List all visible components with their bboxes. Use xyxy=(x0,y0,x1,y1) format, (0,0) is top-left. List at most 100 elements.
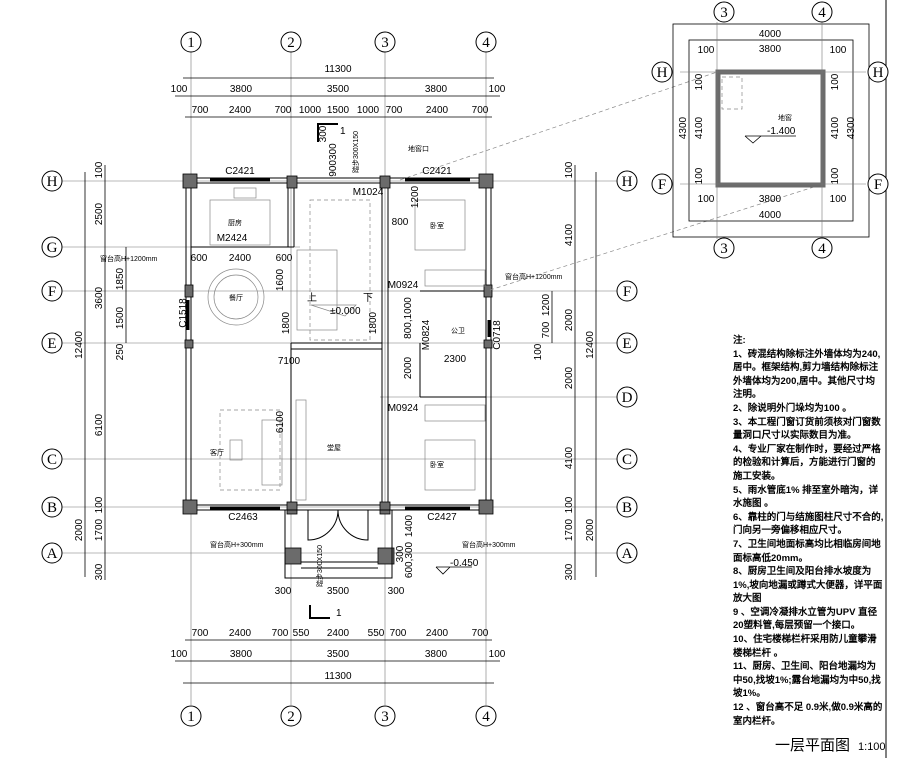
dimension-label: 300 xyxy=(564,563,575,580)
room-kitchen: 厨房 xyxy=(228,218,242,227)
dimension-label: 12400 xyxy=(585,331,596,359)
dimension-label: 3800 xyxy=(230,649,253,660)
axis-bubble-2: 2 xyxy=(280,31,302,53)
axis-bubble-3-bottom: 3 xyxy=(374,705,396,727)
dimension-label: 700 xyxy=(192,628,209,639)
dimension-label: 3 xyxy=(720,241,728,257)
tag-sill-bottom-right: 窗台高H+300mm xyxy=(462,540,516,549)
room-hall: 堂屋 xyxy=(327,443,341,452)
tag-c2421-left: C2421 xyxy=(225,166,255,177)
dimension-label: 3 xyxy=(381,35,389,51)
dimension-label: 1 xyxy=(187,35,195,51)
dimension-label: 2400 xyxy=(426,105,449,116)
note-item: 5、雨水管底1% 排至室外暗沟，详水施图 。 xyxy=(733,484,879,510)
dimension-label: 100 xyxy=(94,496,105,513)
dimension-label: 1850 xyxy=(115,267,126,290)
dimension-label: 100 xyxy=(698,45,715,56)
dimension-label: 3500 xyxy=(327,586,350,597)
dimension-label: 700 xyxy=(472,105,489,116)
level-outdoor: -0.450 xyxy=(450,558,479,569)
tag-step-bottom: 踏步300X150 xyxy=(315,545,324,587)
dimension-label: 2000 xyxy=(564,366,575,389)
dimension-label: E xyxy=(622,336,631,352)
tag-m0924-a: M0924 xyxy=(388,280,419,291)
dimension-label: 100 xyxy=(564,161,575,178)
dimension-label: 6100 xyxy=(275,410,286,433)
level-floor: ±0.000 xyxy=(330,306,361,317)
dimension-label: 11300 xyxy=(324,671,352,682)
axis-bubble-1: 1 xyxy=(180,31,202,53)
dimension-label: 2300 xyxy=(444,354,467,365)
tag-step-top: 踏步300X150 xyxy=(351,131,360,173)
dimension-label: 1800 xyxy=(368,311,379,334)
dimension-label: B xyxy=(47,500,57,516)
dimension-label: C xyxy=(47,452,57,468)
dimension-label: 2 xyxy=(287,35,295,51)
dimension-label: 300 xyxy=(318,125,329,142)
note-item: 8、厨房卫生间及阳台排水坡度为1%,坡向地漏或蹲式大便器，详平面放大图 xyxy=(733,566,883,605)
axis-bubble-4: 4 xyxy=(475,31,497,53)
section-mark-bottom: 1 xyxy=(336,608,342,619)
dimension-label: 3 xyxy=(381,709,389,725)
inset-room-cellar: 地窖 xyxy=(778,113,792,122)
tag-c2463: C2463 xyxy=(228,512,258,523)
dimension-label: 2 xyxy=(287,709,295,725)
drawing-title-name: 一层平面图 xyxy=(775,737,851,754)
dimension-label: 4 xyxy=(818,5,826,21)
dimension-label: 300 xyxy=(395,545,406,562)
general-notes: 注: 1、砖混结构除标注外墙体均为240,居中。框架结构,剪力墙结构除标注外墙体… xyxy=(733,334,884,728)
axis-bubble-1-bottom: 1 xyxy=(180,705,202,727)
room-bedroom-2: 卧室 xyxy=(430,460,444,469)
inset-axis-4: 44 xyxy=(811,1,833,259)
inset-axis-3: 33 xyxy=(713,1,735,259)
dimension-label: 800 xyxy=(392,217,409,228)
label-up: 上 xyxy=(307,292,317,304)
note-item: 3、本工程门窗订货前须核对门窗数量洞口尺寸以实际数目为准。 xyxy=(733,416,881,442)
dimension-label: 700 xyxy=(272,628,289,639)
dimension-label: 7100 xyxy=(278,356,301,367)
dimension-label: H xyxy=(657,65,668,81)
bottom-dimensions: 700 2400 700 550 2400 550 700 2400 700 1… xyxy=(171,628,506,684)
label-down: 下 xyxy=(363,293,373,304)
left-dimensions: 12400 2000 100 2500 3600 6100 100 1700 3… xyxy=(74,161,127,580)
dimension-label: 100 xyxy=(564,496,575,513)
tag-m0824: M0824 xyxy=(421,319,432,350)
columns xyxy=(182,173,494,565)
dimension-label: 2400 xyxy=(229,253,252,264)
dimension-label: 700 xyxy=(472,628,489,639)
dimension-label: 900300 xyxy=(328,143,339,177)
dimension-label: 4100 xyxy=(694,116,705,139)
axis-bubble-4-bottom: 4 xyxy=(475,705,497,727)
dimension-label: 11300 xyxy=(324,64,352,75)
tag-c1518: C1518 xyxy=(178,298,189,328)
tag-c0718: C0718 xyxy=(492,320,503,350)
section-mark-top: 1 xyxy=(340,126,346,137)
dimension-label: 4 xyxy=(482,35,490,51)
dimension-label: 600 xyxy=(276,253,293,264)
dimension-label: 600,300 xyxy=(404,541,415,578)
dimension-label: 2400 xyxy=(327,628,350,639)
dimension-label: 1000 xyxy=(299,105,322,116)
axis-bubble-3: 3 xyxy=(374,31,396,53)
windows xyxy=(186,178,491,510)
tag-c2421-right: C2421 xyxy=(422,166,452,177)
dimension-label: 1 xyxy=(187,709,195,725)
note-item: 10、住宅楼梯栏杆采用防儿童攀滑楼梯栏杆 。 xyxy=(733,634,877,659)
dimension-label: D xyxy=(622,390,633,406)
dimension-label: F xyxy=(874,177,882,193)
dimension-label: 700 xyxy=(192,105,209,116)
tag-m0924-b: M0924 xyxy=(388,403,419,414)
dimension-label: 4300 xyxy=(678,116,689,139)
dimension-label: 550 xyxy=(368,628,385,639)
dimension-label: 250 xyxy=(115,343,126,360)
dimension-label: 700 xyxy=(386,105,403,116)
dimension-label: 100 xyxy=(171,84,188,95)
room-living: 客厅 xyxy=(210,448,224,457)
dimension-label: 3800 xyxy=(759,194,782,205)
dimension-label: F xyxy=(658,177,666,193)
tag-sill-bottom-left: 窗台高H+300mm xyxy=(210,540,264,549)
